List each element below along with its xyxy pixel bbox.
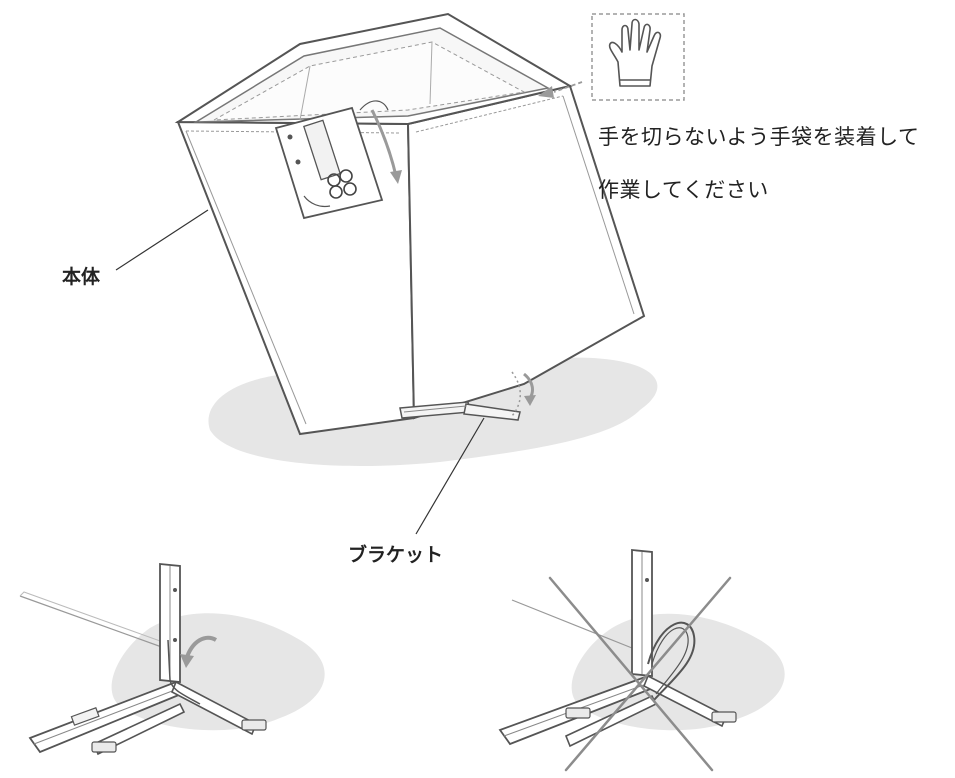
glove-icon bbox=[608, 18, 662, 87]
glove-instruction-line-2: 作業してください bbox=[598, 178, 769, 202]
leader-line-body bbox=[115, 209, 209, 271]
glove-icon-group bbox=[538, 13, 685, 101]
bracket bbox=[399, 401, 521, 421]
cable-loop bbox=[647, 621, 696, 701]
x-mark-icon bbox=[548, 576, 732, 772]
glove-icon-frame bbox=[591, 13, 685, 101]
body-label: 本体 bbox=[62, 266, 101, 288]
cabinet-illustration bbox=[174, 12, 658, 467]
leader-line-bracket bbox=[415, 417, 485, 535]
incorrect-detail bbox=[498, 549, 785, 772]
detail-shadow-right bbox=[571, 613, 785, 731]
arrow-left-icon bbox=[553, 81, 583, 93]
glove-instruction-line-1: 手を切らないよう手袋を装着して bbox=[598, 125, 920, 149]
cable-arrow-icon bbox=[370, 109, 398, 177]
correct-detail bbox=[19, 563, 325, 756]
rotation-arc bbox=[511, 371, 521, 417]
control-board bbox=[274, 100, 389, 220]
bracket-label: ブラケット bbox=[348, 544, 444, 566]
